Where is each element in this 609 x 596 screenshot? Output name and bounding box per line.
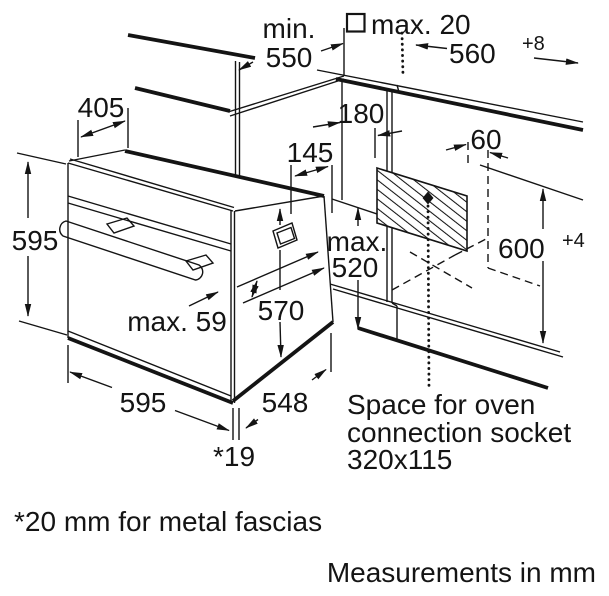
- notes: Space for oven connection socket 320x115…: [14, 389, 596, 588]
- worktop-drawing: [127, 33, 584, 200]
- dim-max-word: max.: [327, 226, 388, 257]
- dim-min-word: min.: [263, 13, 316, 44]
- door-handle: [59, 217, 215, 281]
- dim-560-tol: +8: [522, 33, 545, 55]
- dim-star-19: *19: [213, 441, 255, 472]
- socket-marker-diamond: [422, 191, 434, 205]
- dim-max-59: max. 59: [127, 306, 227, 337]
- socket-space-hatch: [376, 166, 468, 253]
- socket-note-line3: 320x115: [347, 444, 452, 475]
- dim-60: 60: [470, 124, 501, 155]
- dim-600: 600: [498, 233, 545, 264]
- dim-560: 560: [449, 38, 496, 69]
- dim-405: 405: [78, 92, 125, 123]
- dim-595-width: 595: [120, 387, 167, 418]
- socket-note-line1: Space for oven: [347, 389, 535, 420]
- dim-180: 180: [338, 98, 385, 129]
- dim-520: 520: [332, 252, 379, 283]
- units-note: Measurements in mm: [327, 557, 596, 588]
- dim-max-20: max. 20: [371, 9, 471, 40]
- socket-note-line2: connection socket: [347, 417, 571, 448]
- dim-min-550: 550: [266, 42, 313, 73]
- dimension-annotations: min. 550 max. 20 560 +8 405 595 145 180: [12, 9, 585, 472]
- dim-595-height: 595: [12, 225, 59, 256]
- dim-600-tol: +4: [562, 230, 585, 252]
- dim-548: 548: [262, 387, 309, 418]
- side-vent-slot: [272, 222, 298, 249]
- oven-drawing: [59, 149, 335, 405]
- dim-145: 145: [287, 137, 334, 168]
- fascia-square-symbol: [345, 12, 366, 33]
- fascia-note: *20 mm for metal fascias: [14, 506, 322, 537]
- dim-570: 570: [258, 295, 305, 326]
- cabinet-niche-drawing: [329, 31, 584, 390]
